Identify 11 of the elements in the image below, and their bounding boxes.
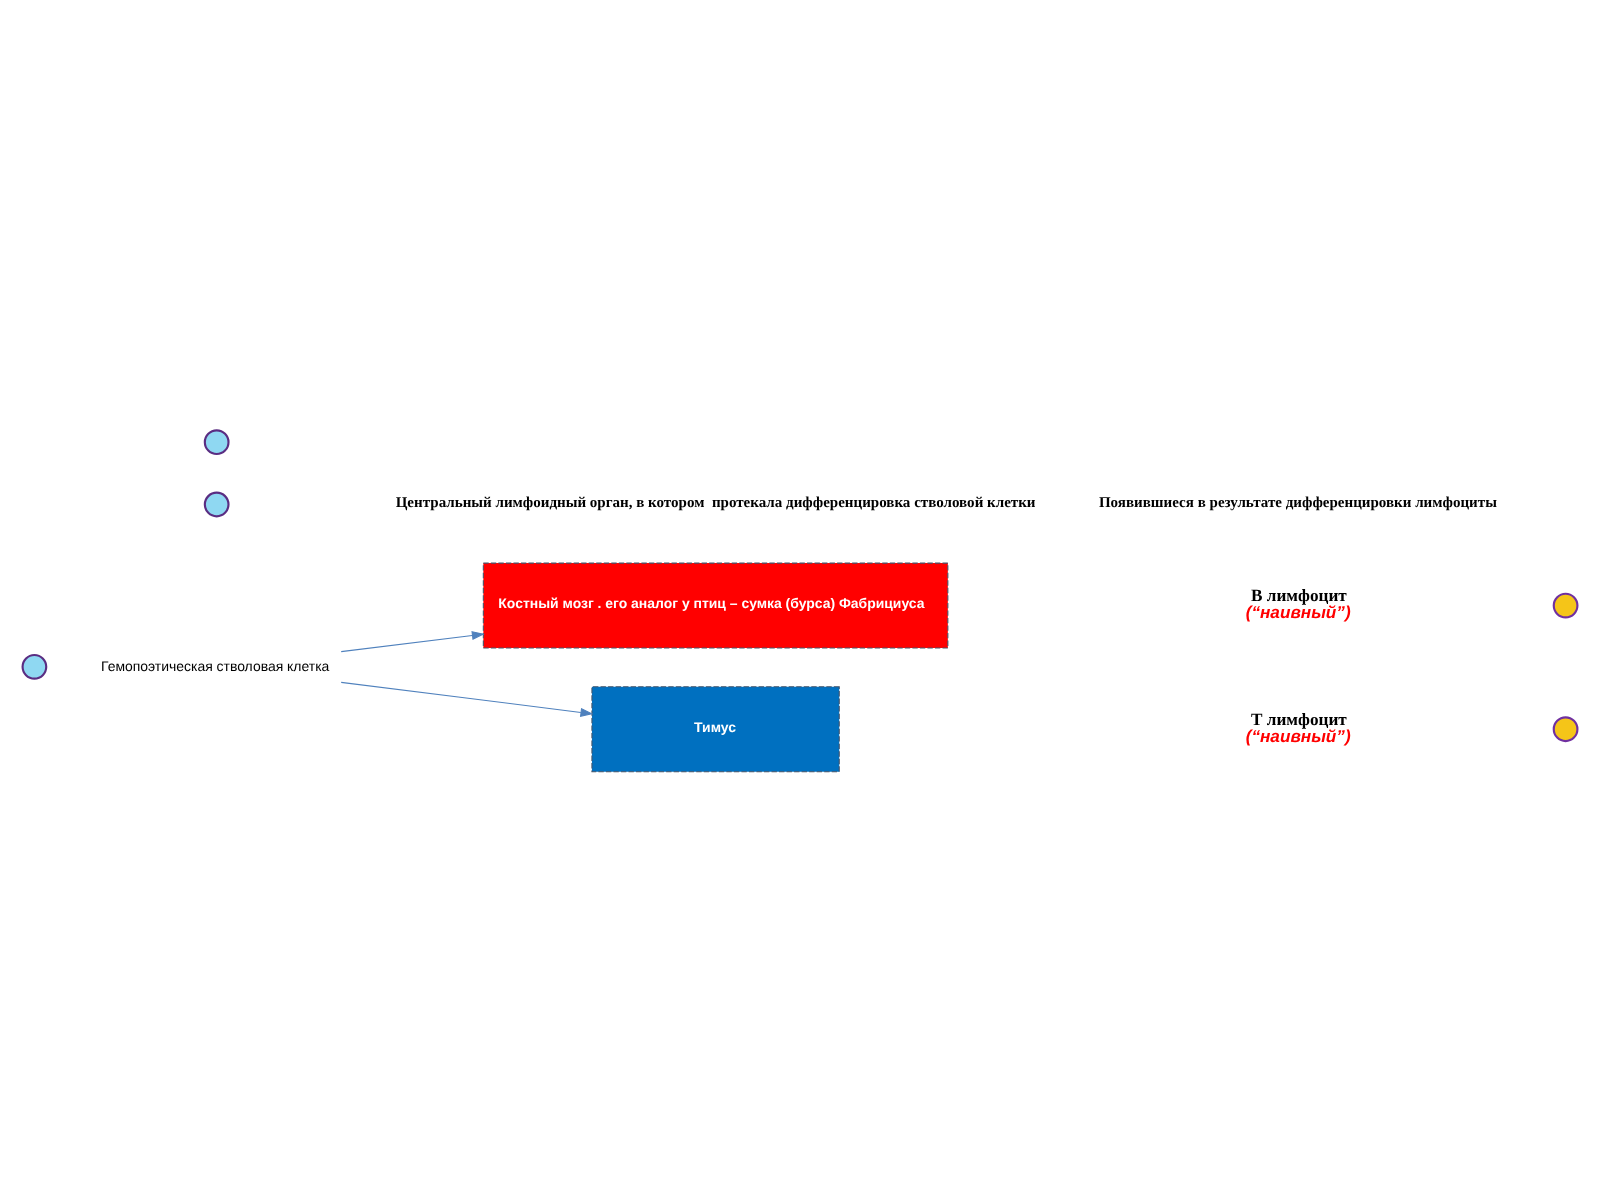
label: Центральный лимфоидный орган, в котором протекала дифференцировка стволовой клетки <box>395 492 1036 511</box>
node-circle <box>1552 715 1579 742</box>
node-circle <box>203 490 230 517</box>
node-text: В лимфоцит (“наивный”) <box>1245 584 1351 622</box>
node-circle <box>21 652 48 679</box>
node-text: Т лимфоцит (“наивный”) <box>1245 707 1351 745</box>
arrow <box>340 680 594 716</box>
label: Появившиеся в результате дифференцировки лимфоциты <box>1098 492 1497 511</box>
node-circle <box>1552 591 1579 618</box>
arrow <box>340 630 485 652</box>
node-circle <box>203 428 230 455</box>
